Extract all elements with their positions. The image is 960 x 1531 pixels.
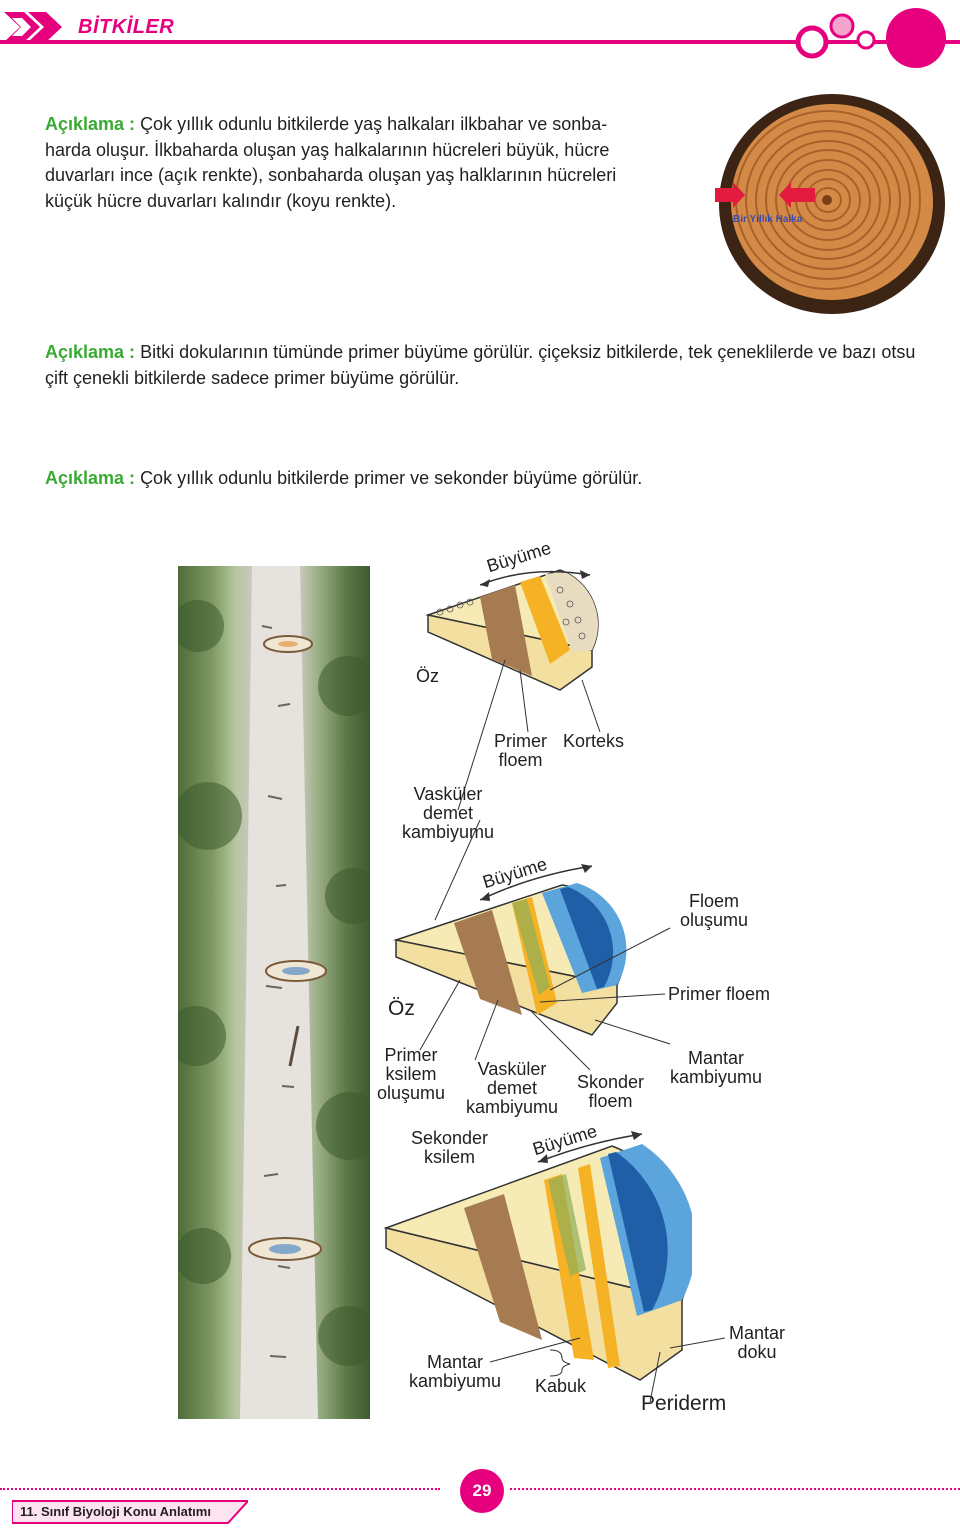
leader-lines-stage-2	[419, 927, 671, 1071]
leader-lines-stage-3	[489, 1337, 726, 1403]
explanation-3: Açıklama : Çok yıllık odunlu bitkilerde …	[45, 468, 643, 488]
label-oz-1: Öz	[416, 666, 440, 686]
label-primer-floem-2: Primer floem	[668, 984, 771, 1004]
footer-book-title: 11. Sınıf Biyoloji Konu Anlatımı	[20, 1504, 211, 1519]
leader-lines-stage-1	[434, 659, 601, 921]
explanation-label: Açıklama :	[45, 114, 136, 134]
footer-rule-right	[510, 1488, 960, 1490]
page-number: 29	[460, 1469, 504, 1513]
explanation-label: Açıklama :	[45, 468, 136, 488]
header-rule	[0, 40, 960, 44]
label-kabuk: Kabuk	[535, 1376, 587, 1396]
explanation-1: Açıklama : Çok yıllık odunlu bitkilerde …	[45, 114, 617, 211]
explanation-label: Açıklama :	[45, 342, 136, 362]
stem-section-stage-2	[393, 883, 627, 1036]
tree-ring-image: Bir Yıllık Halka	[715, 94, 945, 314]
label-periderm: Periderm	[641, 1392, 727, 1415]
tree-ring-caption: Bir Yıllık Halka	[733, 214, 803, 225]
footer-tag-shape	[12, 1500, 248, 1524]
page-title: BİTKİLER	[78, 16, 175, 38]
header-chevron-icon	[4, 12, 62, 42]
growth-arrow-icon	[479, 570, 591, 587]
growth-arrow-icon	[479, 864, 593, 901]
stem-section-stage-1	[425, 569, 599, 691]
stem-section-stage-3	[383, 1144, 692, 1381]
header-circles-icon	[795, 8, 946, 68]
birch-tree-photo	[178, 566, 370, 1419]
growth-arrow-icon	[537, 1131, 643, 1163]
explanation-2: Açıklama : Bitki dokularının tümünde pri…	[45, 342, 916, 388]
label-korteks-1: Korteks	[563, 731, 625, 751]
label-oz-2: Öz	[388, 997, 415, 1020]
footer-rule-left	[0, 1488, 440, 1490]
